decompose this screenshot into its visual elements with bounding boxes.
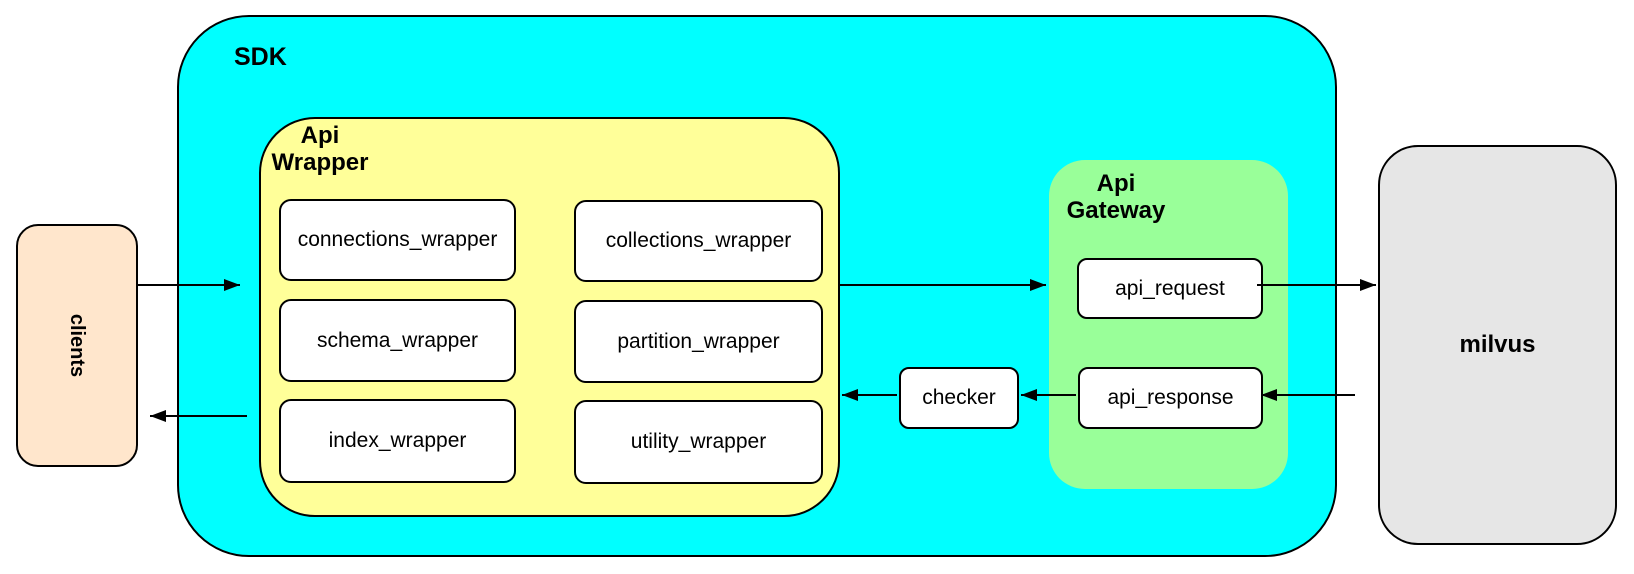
- node-index-wrapper: index_wrapper: [279, 399, 516, 483]
- api-wrapper-label: Api Wrapper: [267, 122, 373, 176]
- api-gateway-label-line2: Gateway: [1066, 197, 1166, 224]
- api-wrapper-label-line2: Wrapper: [271, 149, 369, 176]
- node-collections-wrapper: collections_wrapper: [574, 200, 823, 282]
- node-partition-wrapper: partition_wrapper: [574, 300, 823, 383]
- api-gateway-label: Api Gateway: [1065, 170, 1167, 224]
- sdk-label: SDK: [234, 43, 287, 71]
- api-gateway-label-line1: Api: [1096, 170, 1136, 197]
- node-checker: checker: [899, 367, 1019, 429]
- node-milvus: milvus: [1378, 145, 1617, 545]
- node-clients: clients: [16, 224, 138, 467]
- api-wrapper-label-line1: Api: [300, 122, 340, 149]
- milvus-label: milvus: [1459, 331, 1536, 358]
- clients-label: clients: [66, 313, 89, 378]
- api-gateway-container: Api Gateway api_request api_response: [1049, 160, 1288, 489]
- sdk-container: SDK Api Wrapper connections_wrapper coll…: [177, 15, 1337, 557]
- node-utility-wrapper: utility_wrapper: [574, 400, 823, 484]
- node-api-request: api_request: [1077, 258, 1263, 319]
- node-connections-wrapper: connections_wrapper: [279, 199, 516, 281]
- node-api-response: api_response: [1078, 367, 1263, 429]
- api-wrapper-container: Api Wrapper connections_wrapper collecti…: [259, 117, 840, 517]
- node-schema-wrapper: schema_wrapper: [279, 299, 516, 382]
